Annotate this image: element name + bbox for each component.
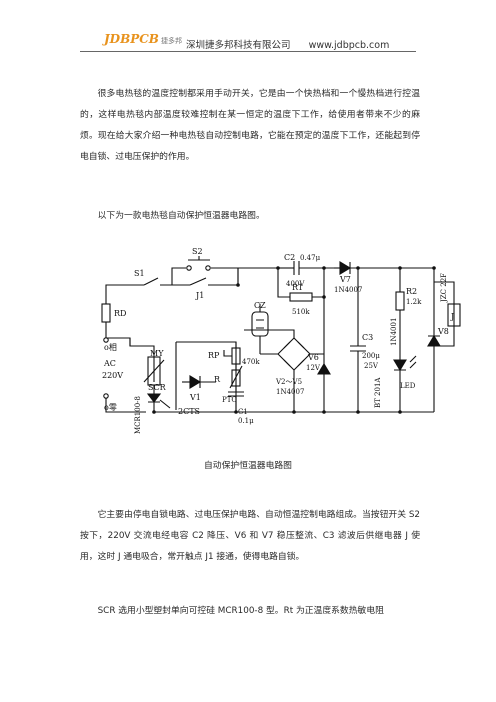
label-j1: J1 — [195, 291, 204, 300]
main-text: 它主要由停电自锁电路、过电压保护电路、自动恒温控制电路组成。当按钮开关 S2 按… — [80, 510, 420, 562]
label-400v: 400V — [286, 280, 305, 288]
label-relay-j: J — [450, 312, 454, 321]
label-1n4001: 1N4001 — [390, 318, 398, 346]
label-v8: V8 — [437, 327, 449, 336]
label-ptc: PTC — [222, 396, 237, 404]
logo-chinese-text: 捷多邦 — [160, 37, 182, 45]
label-jzc22f: JZC 22F — [440, 273, 448, 303]
label-v1: V1 — [189, 393, 201, 402]
label-rd: RD — [114, 309, 126, 318]
logo-pcb-text: PCB — [130, 32, 159, 46]
label-rp-value: 470k — [242, 358, 260, 366]
label-r1: R1 — [292, 283, 303, 292]
label-mcr: MCR100-8 — [134, 396, 142, 434]
label-c1-value: 0.1μ — [238, 417, 254, 425]
lead-text: 以下为一款电热毯自动保护恒温器电路图。 — [97, 211, 265, 221]
label-r2: R2 — [406, 287, 417, 296]
label-v6: V6 — [307, 353, 319, 362]
scr-text: SCR 选用小型塑封单向可控硅 MCR100-8 型。Rt 为正温度系数热敏电阻 — [97, 606, 384, 616]
header-info: 深圳捷多邦科技有限公司 www.jdbpcb.com — [186, 37, 389, 51]
label-bt201a: BT 201A — [374, 377, 382, 408]
label-cz: CZ — [254, 301, 266, 310]
label-c3-voltage: 25V — [364, 362, 379, 370]
figure-caption: 自动保护恒温器电路图 — [204, 461, 292, 471]
label-c1: C1 — [238, 408, 248, 416]
label-s2: S2 — [192, 247, 203, 256]
label-c2-value: 0.47μ — [300, 254, 321, 262]
label-2cts: 2CTS — [178, 407, 200, 416]
header-divider — [80, 51, 416, 52]
label-s1: S1 — [134, 269, 145, 278]
lead-paragraph: 以下为一款电热毯自动保护恒温器电路图。 — [80, 206, 420, 227]
website-link[interactable]: www.jdbpcb.com — [308, 40, 390, 51]
label-1n4007-v7: 1N4007 — [334, 286, 362, 294]
label-r2-value: 1.2k — [406, 298, 422, 306]
label-v6-value: 12V — [306, 364, 321, 372]
label-my: MY — [150, 349, 164, 358]
label-zero: o零 — [104, 403, 117, 412]
label-fire: o相 — [104, 342, 117, 352]
label-r1-value: 510k — [292, 308, 310, 316]
label-c2: C2 — [284, 253, 295, 262]
label-c3-value: 200μ — [362, 352, 380, 360]
intro-paragraph: 很多电热毯的温度控制都采用手动开关，它是由一个快热档和一个慢热档进行控温的，这样… — [80, 84, 420, 168]
circuit-diagram: S2 S1 J1 RD o相 AC 220V o零 MY SCR MCR100-… — [101, 247, 461, 434]
scr-paragraph: SCR 选用小型塑封单向可控硅 MCR100-8 型。Rt 为正温度系数热敏电阻 — [80, 601, 420, 622]
label-rp: RP — [208, 351, 220, 360]
company-name: 深圳捷多邦科技有限公司 — [186, 40, 291, 51]
label-1n4007-bridge: 1N4007 — [276, 388, 304, 396]
label-220v: 220V — [102, 371, 123, 380]
label-ac: AC — [103, 359, 116, 368]
main-paragraph: 它主要由停电自锁电路、过电压保护电路、自动恒温控制电路组成。当按钮开关 S2 按… — [80, 505, 420, 568]
label-scr: SCR — [148, 383, 167, 392]
label-v2-v5: V2～V5 — [275, 378, 302, 386]
page-header: JDB PCB 捷多邦 深圳捷多邦科技有限公司 www.jdbpcb.com — [0, 0, 496, 52]
logo-jdb-text: JDB — [104, 32, 131, 46]
label-v7: V7 — [339, 275, 351, 284]
label-led: LED — [400, 382, 416, 390]
label-rt: R — [214, 375, 221, 384]
label-c3: C3 — [362, 333, 373, 342]
intro-text: 很多电热毯的温度控制都采用手动开关，它是由一个快热档和一个慢热档进行控温的，这样… — [80, 89, 420, 162]
company-logo: JDB PCB 捷多邦 — [104, 32, 182, 48]
